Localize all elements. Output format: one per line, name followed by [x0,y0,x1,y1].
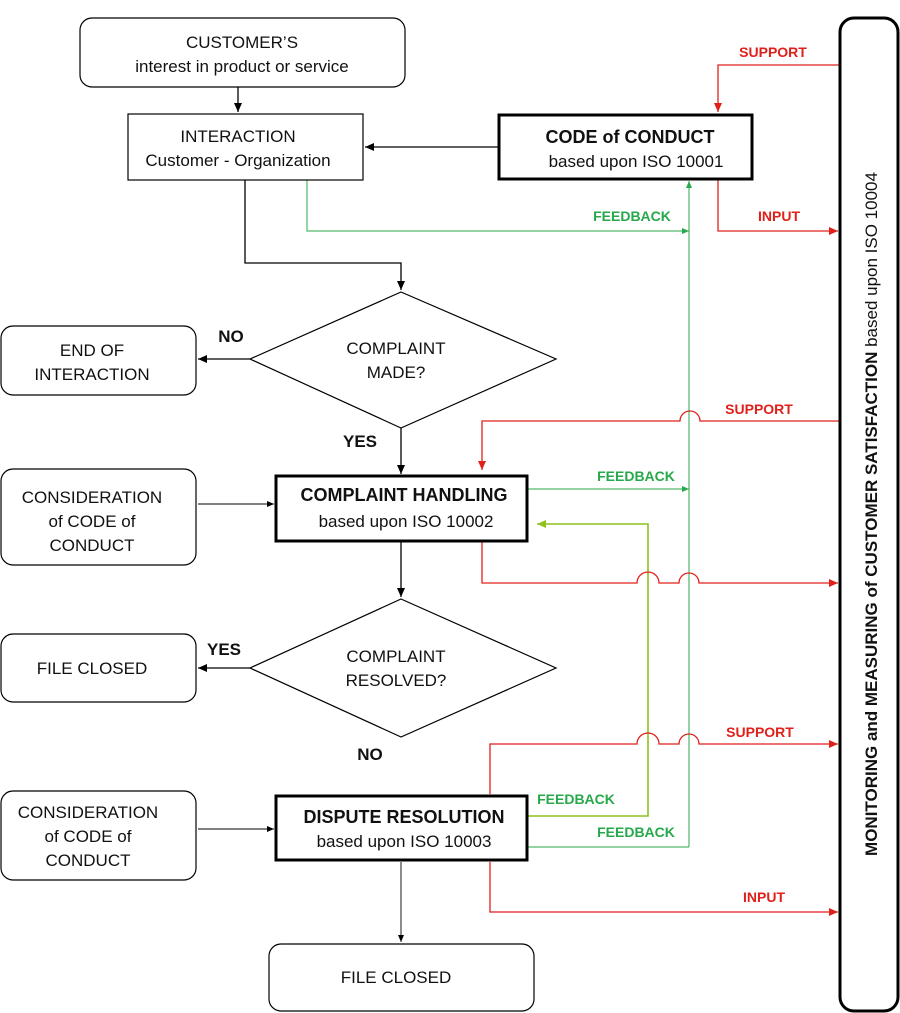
complaint-made-decision: COMPLAINT MADE? [248,291,558,429]
consideration-2-line2: of CODE of [45,827,132,846]
input-code-to-monitoring [717,180,838,235]
dispute-resolution-box: DISPUTE RESOLUTION based upon ISO 10003 [274,794,529,862]
consideration-box-2: CONSIDERATION of CODE of CONDUCT [0,790,197,881]
label-input-1: INPUT [758,208,800,224]
arrow-interaction-to-complaint-made [244,180,405,290]
monitoring-box: MONITORING and MEASURING of CUSTOMER SAT… [838,16,900,1013]
dispute-resolution-subtitle: based upon ISO 10003 [317,832,492,851]
file-closed-box-1: FILE CLOSED [0,633,197,703]
label-support-1: SUPPORT [739,44,807,60]
monitoring-bold-text: MONITORING and MEASURING of CUSTOMER SAT… [862,352,881,856]
label-feedback-1: FEEDBACK [593,208,671,224]
code-of-conduct-box: CODE of CONDUCT based upon ISO 10001 [497,113,754,181]
connector-labels: SUPPORT INPUT FEEDBACK NO YES SUPPORT FE… [207,44,807,905]
interaction-line2: Customer - Organization [145,151,330,170]
label-input-2: INPUT [743,889,785,905]
customer-box: CUSTOMER’S interest in product or servic… [79,17,406,88]
consideration-2-line3: CONDUCT [46,851,131,870]
complaint-made-line1: COMPLAINT [346,339,445,358]
complaint-handling-box: COMPLAINT HANDLING based upon ISO 10002 [274,474,529,543]
file-closed-2-label: FILE CLOSED [341,968,452,987]
label-no-2: NO [357,745,383,764]
consideration-1-line3: CONDUCT [50,536,135,555]
complaint-resolved-line2: RESOLVED? [346,671,447,690]
feedback-interaction-to-line [306,180,689,234]
input-handling-to-monitoring [481,542,838,587]
file-closed-box-2: FILE CLOSED [268,943,535,1012]
label-yes-2: YES [207,640,241,659]
interaction-box: INTERACTION Customer - Organization [127,113,364,181]
end-of-interaction-line2: INTERACTION [34,365,149,384]
support-monitoring-to-code [714,64,839,112]
input-dispute-to-monitoring [489,862,838,916]
code-of-conduct-title: CODE of CONDUCT [546,127,715,147]
interaction-line1: INTERACTION [180,127,295,146]
label-no-1: NO [218,327,244,346]
complaint-resolved-line1: COMPLAINT [346,647,445,666]
dispute-resolution-title: DISPUTE RESOLUTION [303,807,504,827]
label-feedback-2: FEEDBACK [597,468,675,484]
connectors [198,64,839,942]
end-of-interaction-line1: END OF [60,341,124,360]
monitoring-label: MONITORING and MEASURING of CUSTOMER SAT… [862,172,881,856]
feedback-dispute-to-handling [528,520,649,817]
consideration-1-line2: of CODE of [49,512,136,531]
complaint-handling-title: COMPLAINT HANDLING [301,485,508,505]
label-feedback-4: FEEDBACK [597,824,675,840]
customer-line1: CUSTOMER’S [186,33,298,52]
support-dispute-to-monitoring [489,732,838,794]
complaint-made-line2: MADE? [367,363,426,382]
consideration-1-line1: CONSIDERATION [22,488,162,507]
label-support-3: SUPPORT [726,724,794,740]
complaint-handling-subtitle: based upon ISO 10002 [319,512,494,531]
consideration-2-line1: CONSIDERATION [18,803,158,822]
customer-line2: interest in product or service [135,57,349,76]
consideration-box-1: CONSIDERATION of CODE of CONDUCT [0,468,197,566]
label-yes-1: YES [343,432,377,451]
label-support-2: SUPPORT [725,401,793,417]
end-of-interaction-box: END OF INTERACTION [0,325,197,396]
monitoring-regular-text: based upon ISO 10004 [862,172,881,347]
label-feedback-3: FEEDBACK [537,791,615,807]
complaint-resolved-decision: COMPLAINT RESOLVED? [248,598,558,738]
file-closed-1-label: FILE CLOSED [37,659,148,678]
code-of-conduct-subtitle: based upon ISO 10001 [549,152,724,171]
support-monitoring-to-handling [478,410,839,470]
